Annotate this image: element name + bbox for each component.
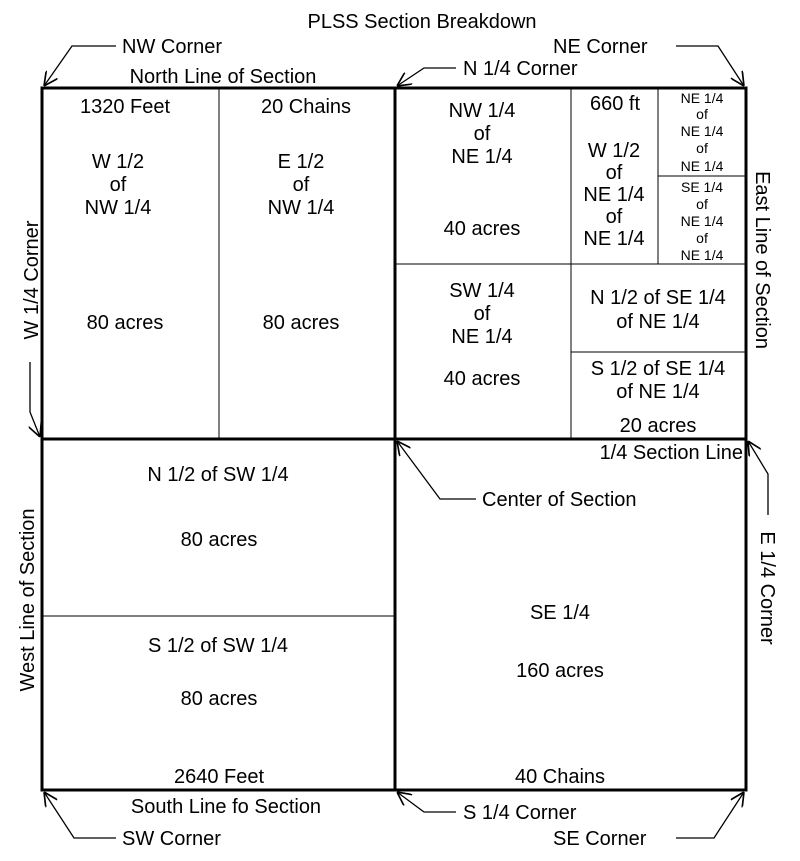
n-quarter-corner-leader — [397, 67, 456, 86]
parcel-se: SE 1/4 160 acres — [516, 602, 604, 682]
parcel-label-line: NE 1/4 — [681, 123, 724, 139]
parcel-label-line: NW 1/4 — [268, 197, 335, 219]
parcel-label-line: NE 1/4 — [681, 247, 724, 263]
west-line-label: West Line of Section — [17, 508, 39, 691]
parcel-label-line: NE 1/4 — [681, 213, 724, 229]
parcel-label-line: NE 1/4 — [583, 184, 644, 206]
parcel-label-line: of — [696, 106, 708, 122]
quarter-section-line-label: 1/4 Section Line — [600, 442, 743, 464]
corner-leaders — [30, 45, 769, 839]
parcel-n-half-se-ne: N 1/2 of SE 1/4 of NE 1/4 — [590, 287, 726, 333]
nw-corner-label: NW Corner — [122, 36, 222, 58]
center-corner-leader — [397, 441, 476, 500]
parcel-area: 80 acres — [181, 688, 258, 710]
parcel-area: 80 acres — [181, 529, 258, 551]
ne-corner-label: NE Corner — [553, 36, 648, 58]
measure-40-chains: 40 Chains — [515, 766, 605, 788]
n-quarter-corner-label: N 1/4 Corner — [463, 58, 578, 80]
parcel-s-half-se-ne: S 1/2 of SE 1/4 of NE 1/4 20 acres — [591, 358, 726, 437]
parcel-label-line: S 1/2 of SW 1/4 — [148, 635, 288, 657]
center-of-section-label: Center of Section — [482, 489, 637, 511]
parcel-label-line: of — [696, 196, 708, 212]
parcel-label-line: NE 1/4 — [681, 90, 724, 106]
measure-1320-feet: 1320 Feet — [80, 96, 171, 118]
parcel-label-line: N 1/2 of SW 1/4 — [147, 464, 288, 486]
parcel-n-half-sw: N 1/2 of SW 1/4 80 acres — [147, 464, 288, 551]
parcel-label-line: W 1/2 — [92, 151, 144, 173]
parcel-area: 80 acres — [87, 312, 164, 334]
parcel-label-line: E 1/2 — [278, 151, 325, 173]
measure-20-chains: 20 Chains — [261, 96, 351, 118]
measure-2640-feet: 2640 Feet — [174, 766, 265, 788]
parcel-label-line: of — [474, 123, 491, 145]
parcel-area: 80 acres — [263, 312, 340, 334]
parcel-label-line: of — [606, 162, 623, 184]
parcel-label-line: NE 1/4 — [451, 326, 512, 348]
parcel-label-line: of — [606, 206, 623, 228]
parcel-sw-ne: SW 1/4 of NE 1/4 40 acres — [444, 280, 521, 390]
ne-corner-leader — [676, 45, 744, 86]
measure-660-ft: 660 ft — [590, 93, 640, 115]
s-quarter-corner-label: S 1/4 Corner — [463, 802, 577, 824]
parcel-area: 40 acres — [444, 218, 521, 240]
parcel-area: 40 acres — [444, 368, 521, 390]
parcel-w-half-ne-ne: W 1/2 of NE 1/4 of NE 1/4 — [583, 140, 644, 250]
south-line-label: South Line fo Section — [131, 796, 321, 818]
parcel-label-line: SE 1/4 — [530, 602, 590, 624]
diagram-title: PLSS Section Breakdown — [307, 11, 536, 33]
parcel-label-line: NW 1/4 — [85, 197, 152, 219]
parcel-label-line: of — [696, 230, 708, 246]
w-quarter-corner-label: W 1/4 Corner — [21, 220, 43, 339]
sw-corner-leader — [44, 792, 116, 839]
parcel-label-line: of — [110, 174, 127, 196]
parcel-label-line: SE 1/4 — [681, 179, 723, 195]
east-line-label: East Line of Section — [751, 171, 773, 349]
nw-corner-leader — [44, 45, 116, 86]
section-grid — [40, 86, 748, 792]
se-corner-label: SE Corner — [553, 828, 647, 850]
north-line-label: North Line of Section — [130, 66, 317, 88]
parcel-label-line: of — [696, 140, 708, 156]
parcel-area: 20 acres — [620, 415, 697, 437]
se-corner-leader — [676, 792, 744, 839]
parcel-label-line: NE 1/4 — [681, 158, 724, 174]
parcel-label-line: of — [293, 174, 310, 196]
parcel-s-half-sw: S 1/2 of SW 1/4 80 acres — [148, 635, 288, 710]
parcel-label-line: S 1/2 of SE 1/4 — [591, 358, 726, 380]
parcel-label-line: NW 1/4 — [449, 100, 516, 122]
parcel-label-line: SW 1/4 — [449, 280, 515, 302]
parcel-label-line: NE 1/4 — [583, 228, 644, 250]
parcel-label-line: of NE 1/4 — [616, 311, 699, 333]
parcel-label-line: of NE 1/4 — [616, 381, 699, 403]
s-quarter-corner-leader — [397, 792, 456, 813]
parcel-label-line: W 1/2 — [588, 140, 640, 162]
parcel-area: 160 acres — [516, 660, 604, 682]
parcel-e-half-nw: E 1/2 of NW 1/4 80 acres — [263, 151, 340, 334]
parcel-label-line: of — [474, 303, 491, 325]
parcel-label-line: N 1/2 of SE 1/4 — [590, 287, 726, 309]
e-quarter-corner-leader — [748, 441, 769, 515]
w-quarter-corner-leader — [30, 362, 40, 437]
parcel-nw-ne: NW 1/4 of NE 1/4 40 acres — [444, 100, 521, 240]
sw-corner-label: SW Corner — [122, 828, 221, 850]
e-quarter-corner-label: E 1/4 Corner — [756, 531, 778, 645]
parcel-label-line: NE 1/4 — [451, 146, 512, 168]
parcel-se-ne-ne: SE 1/4 of NE 1/4 of NE 1/4 — [681, 179, 724, 263]
parcel-ne-ne-ne: NE 1/4 of NE 1/4 of NE 1/4 — [681, 90, 724, 174]
parcel-w-half-nw: W 1/2 of NW 1/4 80 acres — [85, 151, 164, 334]
